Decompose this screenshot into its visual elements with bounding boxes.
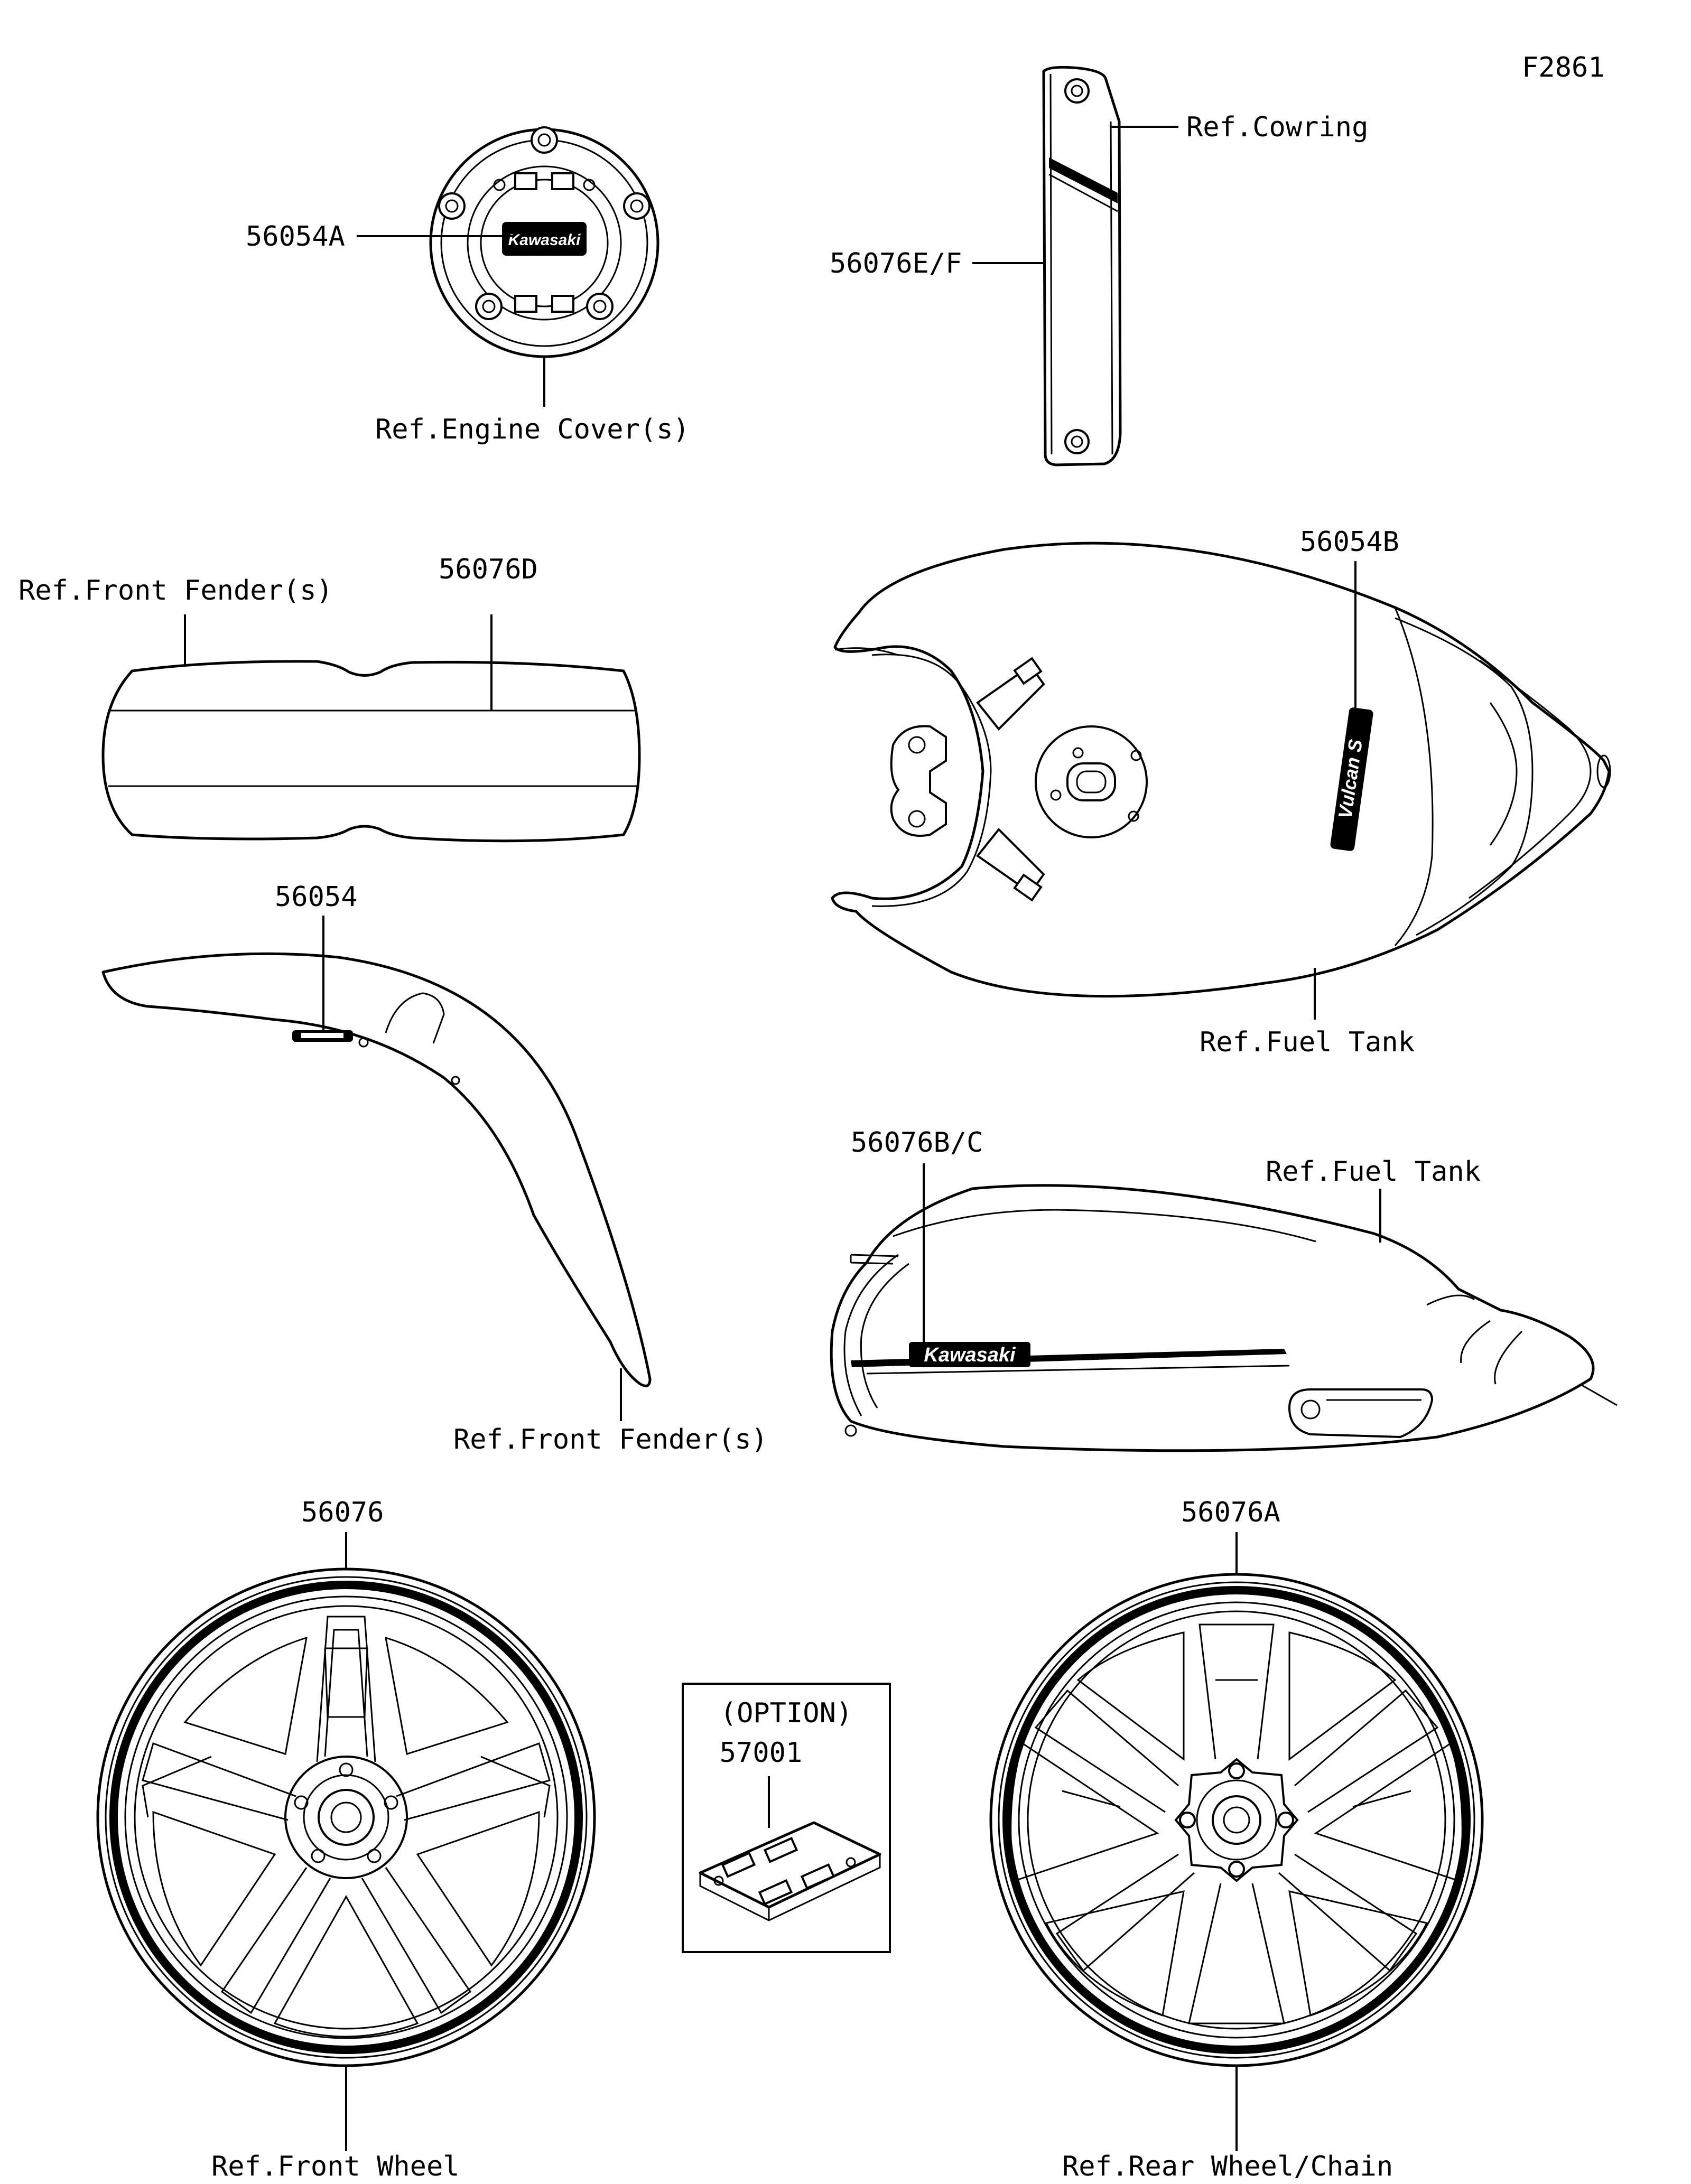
front-wheel-part-label: 56076 — [301, 1497, 384, 1528]
fuel-tank-side-ref-label: Ref.Fuel Tank — [1266, 1156, 1481, 1188]
option-box: (OPTION) 57001 — [682, 1683, 891, 1953]
cowring-ref-label: Ref.Cowring — [1186, 111, 1368, 143]
front-fender-side — [101, 952, 652, 1387]
fuel-tank-side: Kawasaki — [830, 1184, 1618, 1452]
option-part-label: 57001 — [720, 1737, 803, 1769]
cowring — [1042, 66, 1122, 466]
engine-cover-ref-label: Ref.Engine Cover(s) — [375, 414, 690, 445]
front-fender-part-label: 56054 — [275, 881, 358, 913]
engine-cover: Kawasaki — [429, 126, 659, 358]
fuel-tank-top-part-label: 56054B — [1300, 526, 1399, 558]
engine-cover-part-label: 56054A — [246, 221, 345, 253]
option-part-sheet — [699, 1821, 881, 1921]
fuel-tank-side-logo: Kawasaki — [924, 1344, 1016, 1366]
front-fender-top-part-label: 56076D — [439, 554, 538, 585]
engine-cover-logo: Kawasaki — [508, 231, 581, 249]
front-fender-bottom-ref-label: Ref.Front Fender(s) — [453, 1424, 768, 1455]
rear-wheel — [989, 1573, 1484, 2067]
front-fender-top — [101, 660, 641, 843]
figure-id: F2861 — [1522, 52, 1605, 83]
front-fender-top-ref-label: Ref.Front Fender(s) — [18, 575, 333, 606]
option-note-label: (OPTION) — [720, 1697, 852, 1729]
front-wheel — [96, 1567, 596, 2067]
front-wheel-ref-label: Ref.Front Wheel — [211, 2151, 460, 2182]
fuel-tank-top: Vulcan S — [831, 542, 1611, 998]
rear-wheel-ref-label: Ref.Rear Wheel/Chain — [1062, 2151, 1393, 2182]
rear-wheel-part-label: 56076A — [1181, 1497, 1280, 1528]
cowring-part-label: 56076E/F — [830, 248, 962, 279]
fuel-tank-side-part-label: 56076B/C — [851, 1127, 983, 1159]
fuel-tank-top-ref-label: Ref.Fuel Tank — [1200, 1026, 1415, 1058]
